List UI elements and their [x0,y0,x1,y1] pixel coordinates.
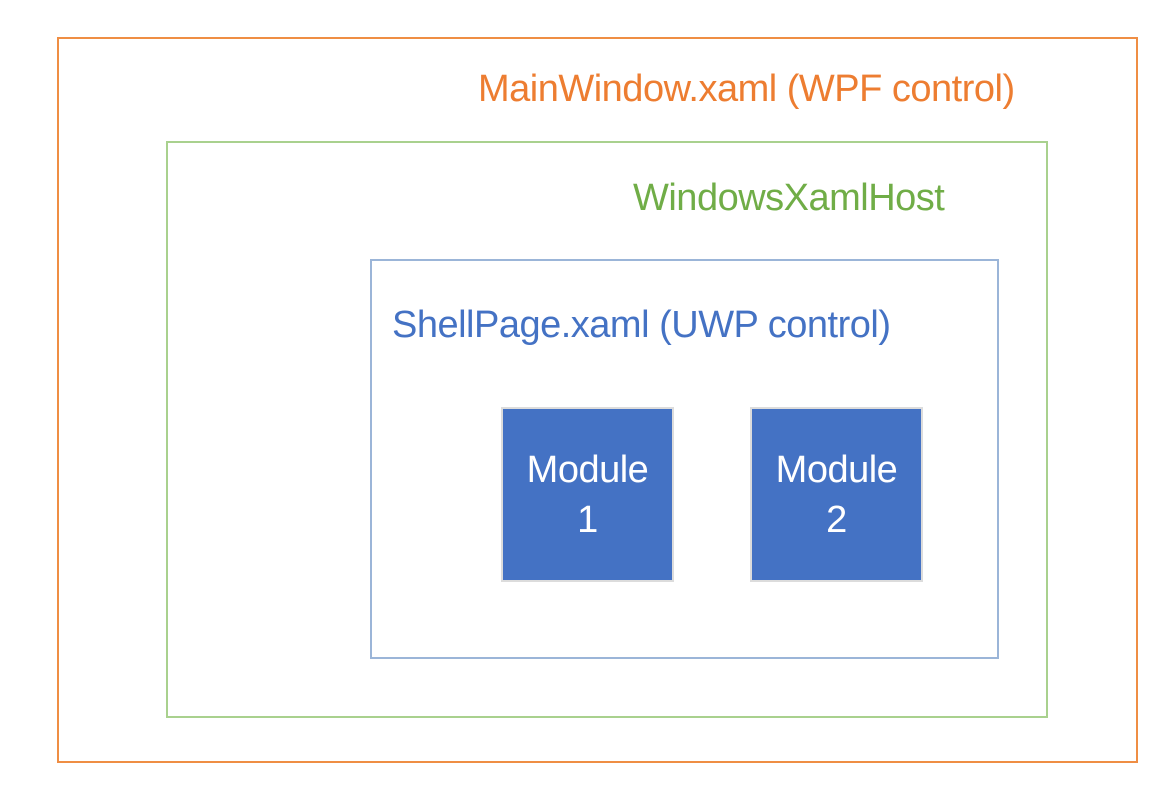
mainwindow-wpf-box [57,37,1138,763]
module-2-box: Module 2 [750,407,923,582]
windows-xaml-host-label: WindowsXamlHost [633,177,945,219]
module-1-box: Module 1 [501,407,674,582]
shellpage-uwp-box [370,259,999,659]
module-1-label: Module 1 [526,448,649,541]
module-2-label: Module 2 [775,448,898,541]
shellpage-uwp-label: ShellPage.xaml (UWP control) [392,304,891,346]
windows-xaml-host-box [166,141,1048,718]
mainwindow-wpf-label: MainWindow.xaml (WPF control) [478,68,1015,110]
